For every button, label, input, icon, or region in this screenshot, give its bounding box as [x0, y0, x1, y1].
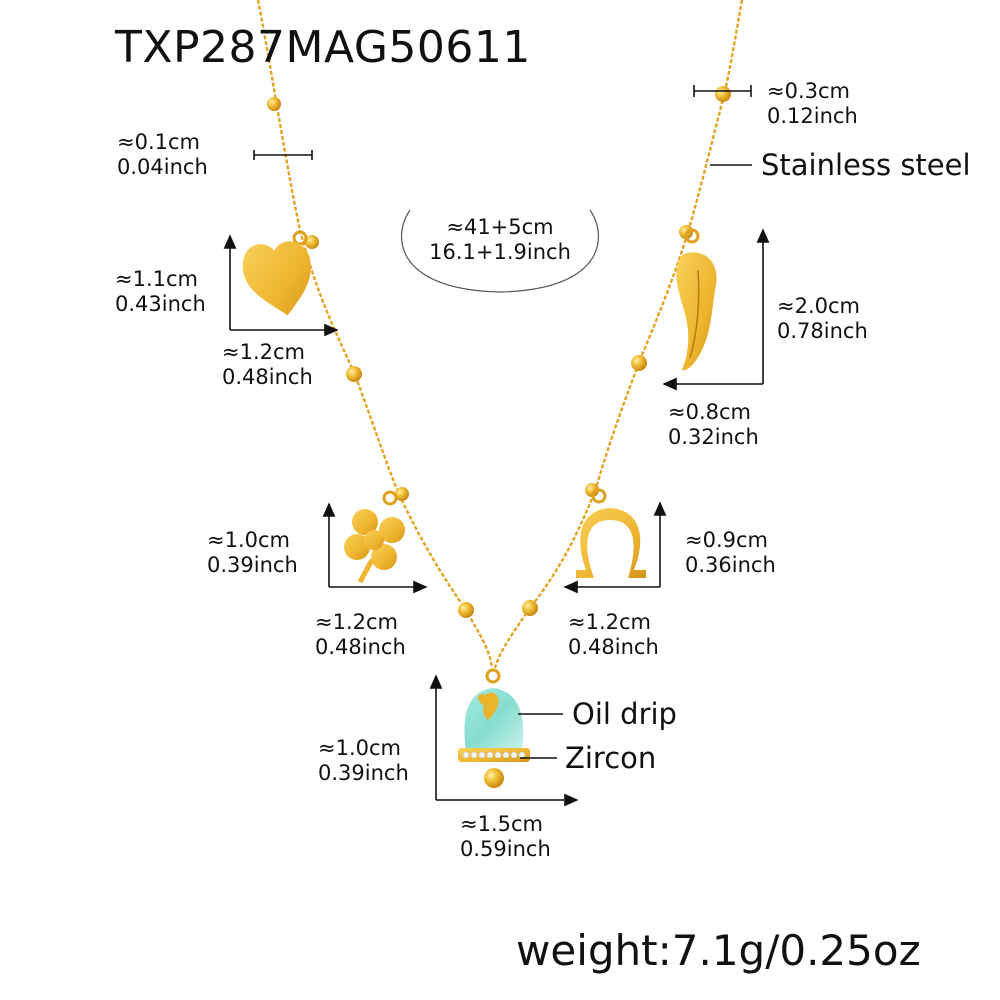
- clover-charm: [344, 490, 405, 584]
- bead-size-label: ≈0.3cm 0.12inch: [767, 79, 858, 129]
- horseshoe-height-cm: ≈0.9cm: [685, 528, 768, 552]
- chain: [256, 0, 744, 669]
- heart-height-cm: ≈1.1cm: [115, 267, 198, 291]
- product-sku: TXP287MAG50611: [115, 22, 531, 73]
- clover-width-inch: 0.48inch: [315, 635, 406, 659]
- clover-height-label: ≈1.0cm 0.39inch: [207, 528, 298, 578]
- heart-width-cm: ≈1.2cm: [222, 340, 305, 364]
- bell-height-cm: ≈1.0cm: [318, 736, 401, 760]
- bell-height-label: ≈1.0cm 0.39inch: [318, 736, 409, 786]
- zircon-callout: Zircon: [565, 741, 657, 775]
- horseshoe-width-label: ≈1.2cm 0.48inch: [568, 610, 659, 660]
- clover-height-cm: ≈1.0cm: [207, 528, 290, 552]
- horn-width-cm: ≈0.8cm: [668, 400, 751, 424]
- bell-width-label: ≈1.5cm 0.59inch: [460, 812, 551, 862]
- horseshoe-charm: [576, 488, 646, 578]
- clover-height-inch: 0.39inch: [207, 553, 298, 577]
- horn-width-inch: 0.32inch: [668, 425, 759, 449]
- length-ellipse: [401, 209, 599, 293]
- horseshoe-height-inch: 0.36inch: [685, 553, 776, 577]
- horn-charm: [676, 228, 717, 371]
- chain-width-cm: ≈0.1cm: [117, 130, 200, 154]
- heart-width-inch: 0.48inch: [222, 365, 313, 389]
- horn-height-label: ≈2.0cm 0.78inch: [777, 294, 868, 344]
- horn-width-label: ≈0.8cm 0.32inch: [668, 400, 759, 450]
- chain-width-inch: 0.04inch: [117, 155, 208, 179]
- bell-width-cm: ≈1.5cm: [460, 812, 543, 836]
- beads: [267, 86, 731, 618]
- bead-size-cm: ≈0.3cm: [767, 79, 850, 103]
- clover-width-label: ≈1.2cm 0.48inch: [315, 610, 406, 660]
- heart-height-inch: 0.43inch: [115, 292, 206, 316]
- dimension-lines: [223, 85, 770, 807]
- clover-width-cm: ≈1.2cm: [315, 610, 398, 634]
- chain-length-label: ≈41+5cm 16.1+1.9inch: [400, 215, 600, 265]
- horn-height-inch: 0.78inch: [777, 319, 868, 343]
- material-callout: Stainless steel: [761, 148, 971, 182]
- chain-width-label: ≈0.1cm 0.04inch: [117, 130, 208, 180]
- horseshoe-width-inch: 0.48inch: [568, 635, 659, 659]
- horseshoe-height-label: ≈0.9cm 0.36inch: [685, 528, 776, 578]
- bell-charm: [458, 668, 530, 788]
- product-weight: weight:7.1g/0.25oz: [516, 926, 921, 975]
- horseshoe-width-cm: ≈1.2cm: [568, 610, 651, 634]
- heart-charm: [242, 230, 311, 316]
- bell-height-inch: 0.39inch: [318, 761, 409, 785]
- heart-height-label: ≈1.1cm 0.43inch: [115, 267, 206, 317]
- chain-length-inch: 16.1+1.9inch: [429, 240, 571, 264]
- horn-height-cm: ≈2.0cm: [777, 294, 860, 318]
- heart-width-label: ≈1.2cm 0.48inch: [222, 340, 313, 390]
- bell-width-inch: 0.59inch: [460, 837, 551, 861]
- enamel-callout: Oil drip: [572, 697, 677, 731]
- bead-size-inch: 0.12inch: [767, 104, 858, 128]
- chain-length-cm: ≈41+5cm: [446, 215, 554, 239]
